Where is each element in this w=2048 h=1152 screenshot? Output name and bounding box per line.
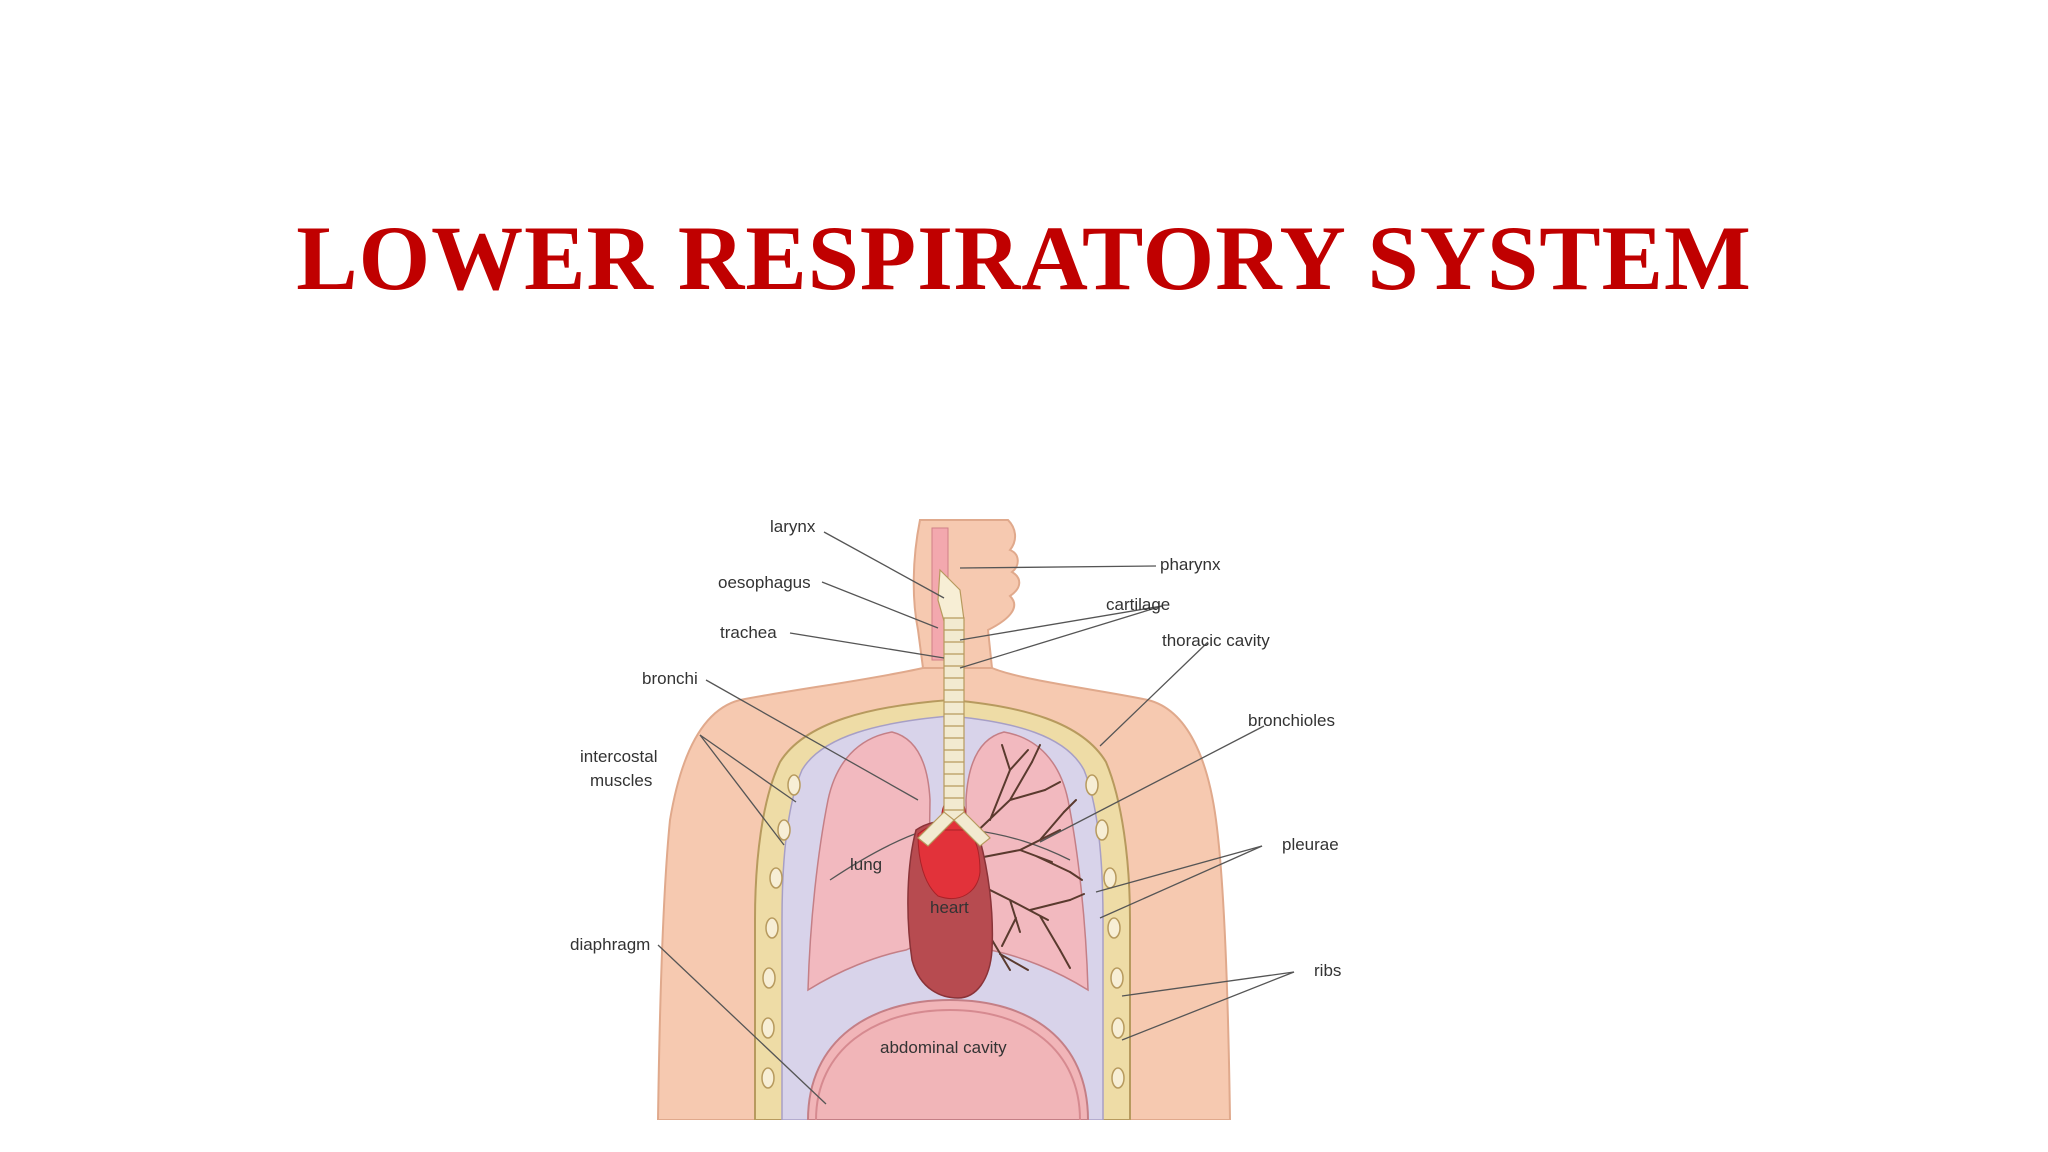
slide-title: LOWER RESPIRATORY SYSTEM bbox=[0, 205, 2048, 311]
label-heart: heart bbox=[930, 898, 969, 917]
label-bronchioles: bronchioles bbox=[1248, 711, 1335, 730]
label-thoracic-cavity: thoracic cavity bbox=[1162, 631, 1270, 650]
label-larynx: larynx bbox=[770, 517, 816, 536]
label-pharynx: pharynx bbox=[1160, 555, 1221, 574]
label-lung: lung bbox=[850, 855, 882, 874]
label-ribs: ribs bbox=[1314, 961, 1341, 980]
label-pleurae: pleurae bbox=[1282, 835, 1339, 854]
label-cartilage: cartilage bbox=[1106, 595, 1170, 614]
label-diaphragm: diaphragm bbox=[570, 935, 650, 954]
head-silhouette bbox=[914, 520, 1020, 668]
trachea-shape bbox=[944, 618, 964, 820]
respiratory-diagram: larynx oesophagus trachea bronchi interc… bbox=[540, 500, 1520, 1120]
label-oesophagus: oesophagus bbox=[718, 573, 811, 592]
label-bronchi: bronchi bbox=[642, 669, 698, 688]
label-trachea: trachea bbox=[720, 623, 777, 642]
label-intercostal: intercostal bbox=[580, 747, 657, 766]
label-abdominal-cavity: abdominal cavity bbox=[880, 1038, 1007, 1057]
label-muscles: muscles bbox=[590, 771, 652, 790]
